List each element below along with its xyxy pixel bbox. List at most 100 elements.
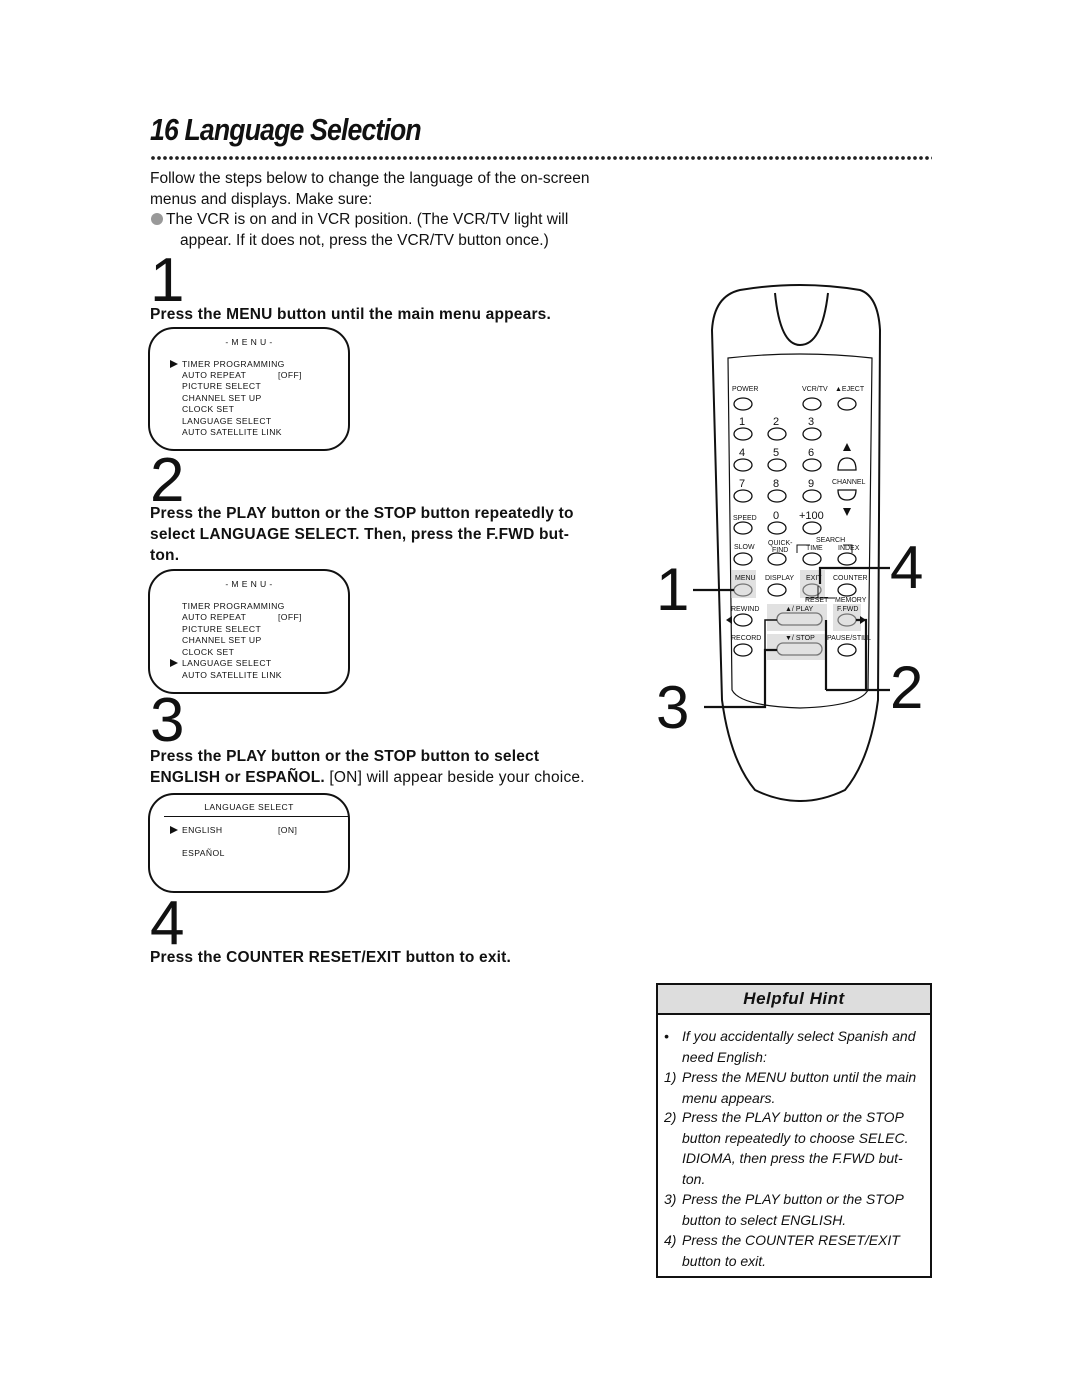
speed-label: SPEED (733, 515, 757, 522)
num-2-label: 2 (773, 416, 780, 428)
record-label: RECORD (731, 635, 762, 642)
remote-control-illustration (693, 284, 890, 802)
osd-item: PICTURE SELECT (182, 381, 262, 391)
osd-item: AUTO SATELLITE LINK (182, 427, 282, 437)
num-0-label: 0 (773, 510, 780, 522)
step-4-heading: Press the COUNTER RESET/EXIT button to e… (150, 949, 512, 966)
stop-label: ▼/ STOP (785, 635, 815, 642)
intro-line-2: menus and displays. Make sure: (150, 191, 373, 208)
hint-item-label: • (664, 1028, 669, 1044)
step-2-number: 2 (150, 446, 185, 515)
cursor-arrow-icon (170, 360, 178, 368)
hint-item: 1) Press the MENU button until the main … (664, 1067, 926, 1109)
osd-item: TIMER PROGRAMMING (182, 601, 285, 611)
osd-item: AUTO SATELLITE LINK (182, 670, 282, 680)
step-3-heading-line: ENGLISH or ESPAÑOL. [ON] will appear bes… (150, 767, 585, 788)
hint-item-label: 2) (664, 1109, 677, 1125)
osd-divider (164, 816, 348, 817)
step-1-number: 1 (150, 246, 185, 315)
num-5-label: 5 (773, 447, 780, 459)
bullet-text: The VCR is on and in VCR position. (The … (166, 209, 568, 251)
rewind-label: REWIND (731, 606, 760, 613)
intro-text: Follow the steps below to change the lan… (150, 168, 589, 210)
ffwd-label: F.FWD (837, 606, 859, 613)
step-2-heading-line: select LANGUAGE SELECT. Then, press the … (150, 526, 570, 543)
cursor-arrow-icon (170, 659, 178, 667)
osd-item: AUTO REPEAT (182, 370, 247, 380)
play-label: ▲/ PLAY (785, 606, 814, 613)
osd-item: AUTO REPEAT (182, 612, 247, 622)
hint-item: 3) Press the PLAY button or the STOP but… (664, 1189, 926, 1231)
callout-2: 2 (890, 654, 924, 721)
osd-item-value: [ON] (278, 825, 298, 835)
hint-item: • If you accidentally select Spanish and… (664, 1026, 926, 1068)
plus100-label: +100 (799, 510, 824, 522)
osd-item: ESPAÑOL (182, 848, 225, 858)
callout-1: 1 (656, 556, 690, 623)
intro-line-1: Follow the steps below to change the lan… (150, 170, 590, 187)
osd-item: CLOCK SET (182, 404, 235, 414)
num-4-label: 4 (739, 447, 746, 459)
step-2-heading-line: Press the PLAY button or the STOP button… (150, 505, 574, 522)
step-3-bold: ENGLISH or ESPAÑOL. (150, 769, 325, 786)
osd-item: LANGUAGE SELECT (182, 416, 272, 426)
vcrtv-label: VCR/TV (802, 386, 828, 393)
osd-main-menu: - M E N U - TIMER PROGRAMMING AUTO REPEA… (148, 327, 350, 451)
cursor-arrow-icon (170, 826, 178, 834)
pause-still-label: PAUSE/STILL (827, 635, 871, 642)
num-1-label: 1 (739, 416, 746, 428)
osd-item: CHANNEL SET UP (182, 393, 262, 403)
step-1-heading: Press the MENU button until the main men… (150, 306, 551, 323)
search-label: SEARCH (816, 537, 846, 544)
step-2-heading-line: ton. (150, 547, 180, 564)
osd-title: - M E N U - (225, 337, 273, 347)
memory-label: MEMORY (835, 597, 867, 604)
step-3-normal: [ON] will appear beside your choice. (329, 769, 585, 786)
hint-item-label: 3) (664, 1191, 677, 1207)
osd-title: - M E N U - (225, 579, 273, 589)
hint-item-label: 4) (664, 1232, 677, 1248)
menu-label: MENU (735, 575, 756, 582)
bullet-line-2: appear. If it does not, press the VCR/TV… (180, 232, 549, 249)
power-label: POWER (732, 386, 759, 393)
step-3-heading-line: Press the PLAY button or the STOP button… (150, 748, 540, 765)
slow-label: SLOW (734, 544, 755, 551)
display-label: DISPLAY (765, 575, 795, 582)
osd-item: PICTURE SELECT (182, 624, 262, 634)
time-label: TIME (806, 545, 823, 552)
num-7-label: 7 (739, 478, 746, 490)
hint-item: 2) Press the PLAY button or the STOP but… (664, 1107, 926, 1191)
osd-item: LANGUAGE SELECT (182, 658, 272, 668)
helpful-hint-box: Helpful Hint • If you accidentally selec… (656, 983, 932, 1278)
quick-find-label-2: FIND (772, 547, 789, 554)
hint-item-text: Press the PLAY button or the STOP button… (682, 1191, 904, 1228)
osd-item: TIMER PROGRAMMING (182, 359, 285, 369)
num-9-label: 9 (808, 478, 815, 490)
osd-item-value: [OFF] (278, 370, 302, 380)
callout-4: 4 (890, 534, 924, 601)
num-8-label: 8 (773, 478, 780, 490)
exit-label: EXIT (806, 575, 822, 582)
hint-item: 4) Press the COUNTER RESET/EXIT button t… (664, 1230, 926, 1272)
osd-language-select: LANGUAGE SELECT ENGLISH [ON] ESPAÑOL (148, 793, 350, 893)
reset-label: RESET (805, 597, 829, 604)
osd-item: CLOCK SET (182, 647, 235, 657)
osd-main-menu-language: - M E N U - TIMER PROGRAMMING AUTO REPEA… (148, 569, 350, 694)
index-label: INDEX (838, 545, 860, 552)
hint-item-text: If you accidentally select Spanish and n… (682, 1028, 916, 1065)
page-title: 16 Language Selection (150, 112, 422, 147)
bullet-line-1: The VCR is on and in VCR position. (The … (166, 211, 569, 228)
eject-label: ▲EJECT (835, 386, 865, 393)
osd-item-value: [OFF] (278, 612, 302, 622)
helpful-hint-header: Helpful Hint (658, 985, 930, 1015)
osd-item: CHANNEL SET UP (182, 635, 262, 645)
osd-title: LANGUAGE SELECT (204, 802, 294, 812)
num-3-label: 3 (808, 416, 815, 428)
callout-3: 3 (656, 674, 690, 741)
step-3-number: 3 (150, 686, 185, 755)
hint-item-text: Press the MENU button until the main men… (682, 1069, 917, 1106)
channel-label: CHANNEL (832, 479, 866, 486)
step-4-number: 4 (150, 889, 185, 958)
dotted-divider (150, 155, 932, 161)
num-6-label: 6 (808, 447, 815, 459)
